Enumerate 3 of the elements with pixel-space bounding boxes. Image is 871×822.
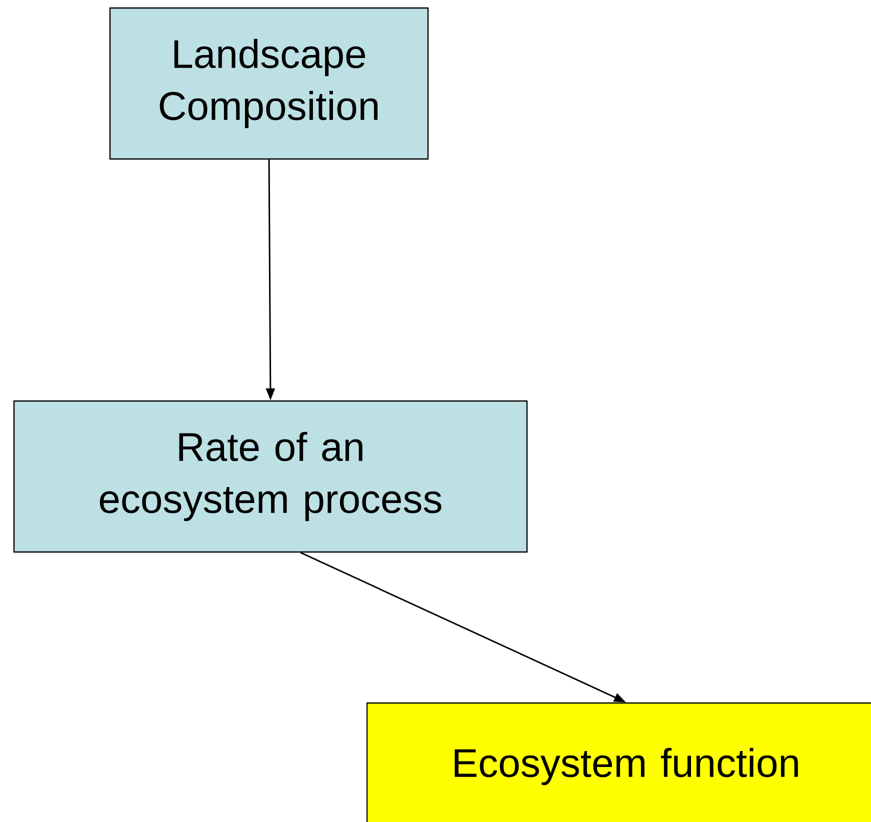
process-box: Landscape Composition bbox=[109, 7, 429, 160]
process-box: Rate of an ecosystem process bbox=[13, 400, 528, 553]
process-box: Ecosystem function bbox=[366, 702, 871, 822]
